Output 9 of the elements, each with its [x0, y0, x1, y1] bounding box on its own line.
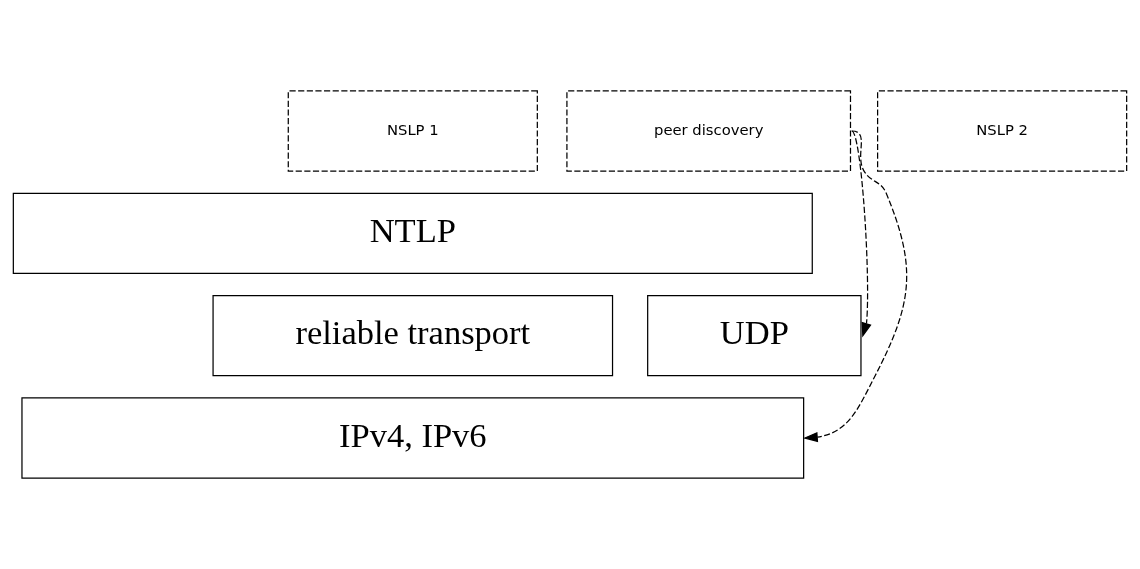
node-box: reliable transport: [212, 295, 614, 377]
node-box: UDP: [647, 295, 862, 377]
node-box: peer discovery: [566, 90, 852, 172]
node-box: IPv4, IPv6: [21, 397, 805, 479]
node-box: NSLP 1: [287, 90, 538, 172]
arrow: [803, 130, 908, 443]
arrow: [851, 130, 872, 338]
node-box: NTLP: [12, 192, 813, 274]
node-box: NSLP 2: [877, 90, 1128, 172]
